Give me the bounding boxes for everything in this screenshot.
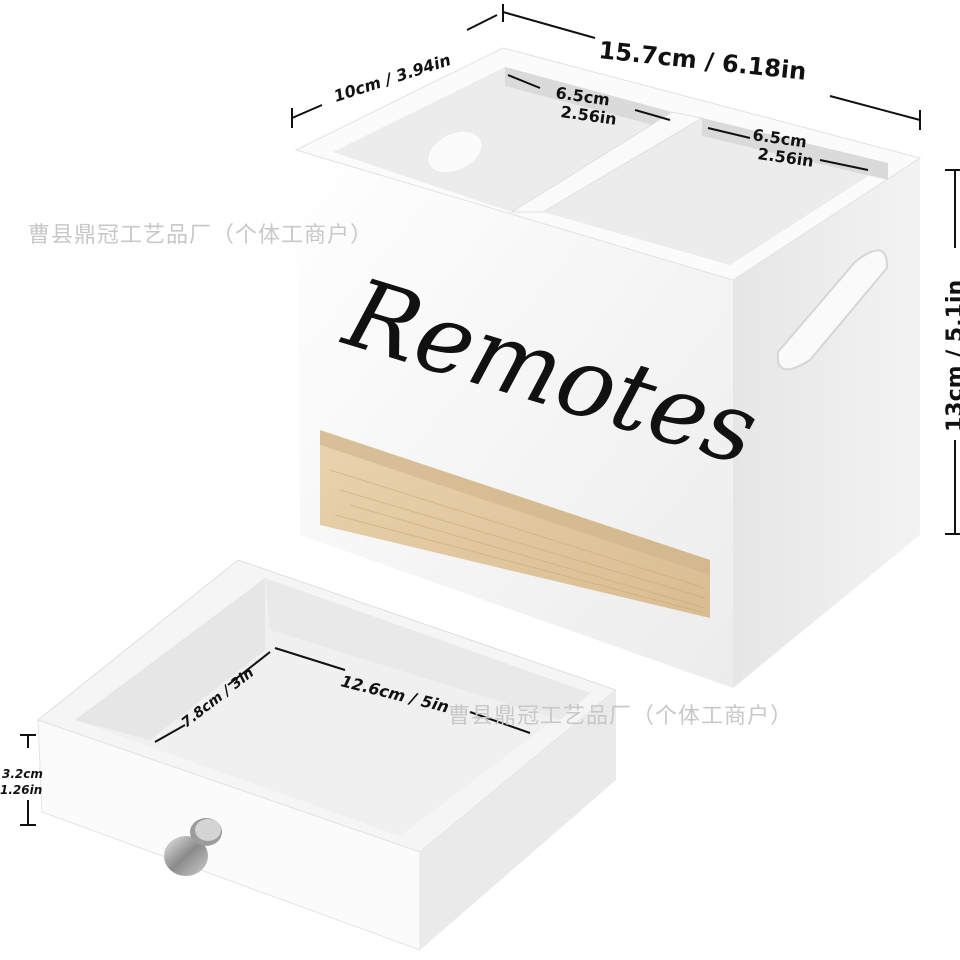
drawer-knob[interactable]: [164, 818, 222, 876]
box-side-face: [733, 158, 920, 688]
drawer-side: [420, 690, 616, 950]
drawer: [36, 559, 618, 951]
watermark-bottom: 曹县鼎冠工艺品厂（个体工商户）: [448, 704, 794, 729]
total-width-label: 15.7cm / 6.18in: [597, 36, 807, 86]
drawer-height-in-label: 1.26in: [0, 783, 42, 797]
watermark-top: 曹县鼎冠工艺品厂（个体工商户）: [28, 223, 374, 248]
side-handle-cutout: [776, 249, 889, 371]
height-label: 13cm / 5.1in: [943, 280, 960, 432]
dimension-lines: [20, 4, 960, 826]
remote-organizer-box: Remotes: [294, 47, 922, 688]
drawer-height-cm-label: 3.2cm: [2, 767, 43, 781]
